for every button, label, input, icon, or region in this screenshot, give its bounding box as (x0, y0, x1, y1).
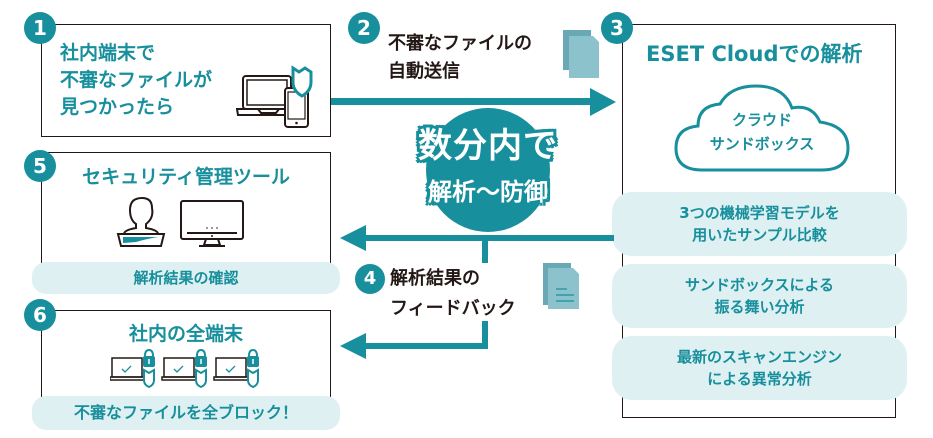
pill-scan-line1: 最新のスキャンエンジン (676, 348, 842, 366)
report-document-icon (543, 263, 579, 309)
cloud-line2: サンドボックス (709, 135, 815, 153)
step4-text: 解析結果の フィードバック (390, 264, 516, 324)
step4-line1: 解析結果の (390, 268, 480, 289)
step2-number: 2 (348, 12, 380, 44)
step1-line3: 見つかったら (60, 96, 175, 118)
pill-ml-line1: 3つの機械学習モデルを (679, 204, 840, 222)
feedback-arrow-line-top (364, 235, 614, 241)
feedback-vertical-bottom (482, 321, 488, 349)
step4-line2: フィードバック (390, 298, 516, 319)
step5-number: 5 (24, 150, 56, 182)
step3-title: ESET Cloudでの解析 (646, 42, 863, 66)
feedback-vertical-top (482, 238, 488, 263)
documents-icon (563, 30, 599, 78)
step3-number: 3 (601, 12, 633, 44)
cloud-line1: クラウド (731, 111, 792, 129)
analysis-pill-ml: 3つの機械学習モデルを 用いたサンプル比較 (612, 192, 907, 256)
analysis-pill-sandbox: サンドボックスによる 振る舞い分析 (612, 264, 907, 328)
monitor-icon (180, 200, 244, 247)
step6-box (41, 310, 331, 410)
admin-user-laptop-icon (116, 196, 166, 247)
analysis-pill-scan: 最新のスキャンエンジン による異常分析 (612, 336, 907, 400)
step1-line1: 社内端末で (60, 42, 156, 64)
step2-line2: 自動送信 (388, 61, 460, 82)
step5-box (41, 152, 331, 267)
send-arrow-head (590, 88, 616, 116)
step2-text: 不審なファイルの 自動送信 (388, 30, 532, 86)
step5-title: セキュリティ管理ツール (82, 166, 290, 188)
send-arrow-line (331, 98, 591, 105)
feedback-arrow-line-bottom (364, 343, 488, 349)
step6-title: 社内の全端末 (128, 323, 243, 345)
pill-sandbox-line2: 振る舞い分析 (714, 298, 805, 316)
badge-circle (426, 108, 550, 232)
feedback-arrow-head-top (340, 225, 366, 251)
step6-pill: 不審なファイルを全ブロック！ (32, 396, 340, 430)
pill-scan-line2: による異常分析 (707, 370, 812, 388)
step1-number: 1 (24, 12, 56, 44)
laptop-phone-shield-icon (236, 65, 313, 128)
step2-line1: 不審なファイルの (388, 33, 532, 54)
pill-sandbox-line1: サンドボックスによる (684, 276, 835, 294)
cloud-sandbox-label: クラウド サンドボックス (672, 108, 852, 156)
step5-pill: 解析結果の確認 (32, 262, 340, 294)
step6-number: 6 (24, 299, 56, 331)
feedback-arrow-head-bottom (340, 333, 366, 359)
pill-ml-line2: 用いたサンプル比較 (692, 226, 827, 244)
cloud-icon (674, 84, 850, 172)
step1-text: 社内端末で 不審なファイルが 見つかったら (60, 40, 212, 121)
badge-line1: 数分内で (418, 126, 558, 166)
step1-line2: 不審なファイルが (60, 69, 213, 91)
badge-line2: 解析～防御 (428, 178, 548, 206)
step4-number: 4 (355, 264, 385, 294)
protected-laptops-icon (110, 348, 260, 388)
